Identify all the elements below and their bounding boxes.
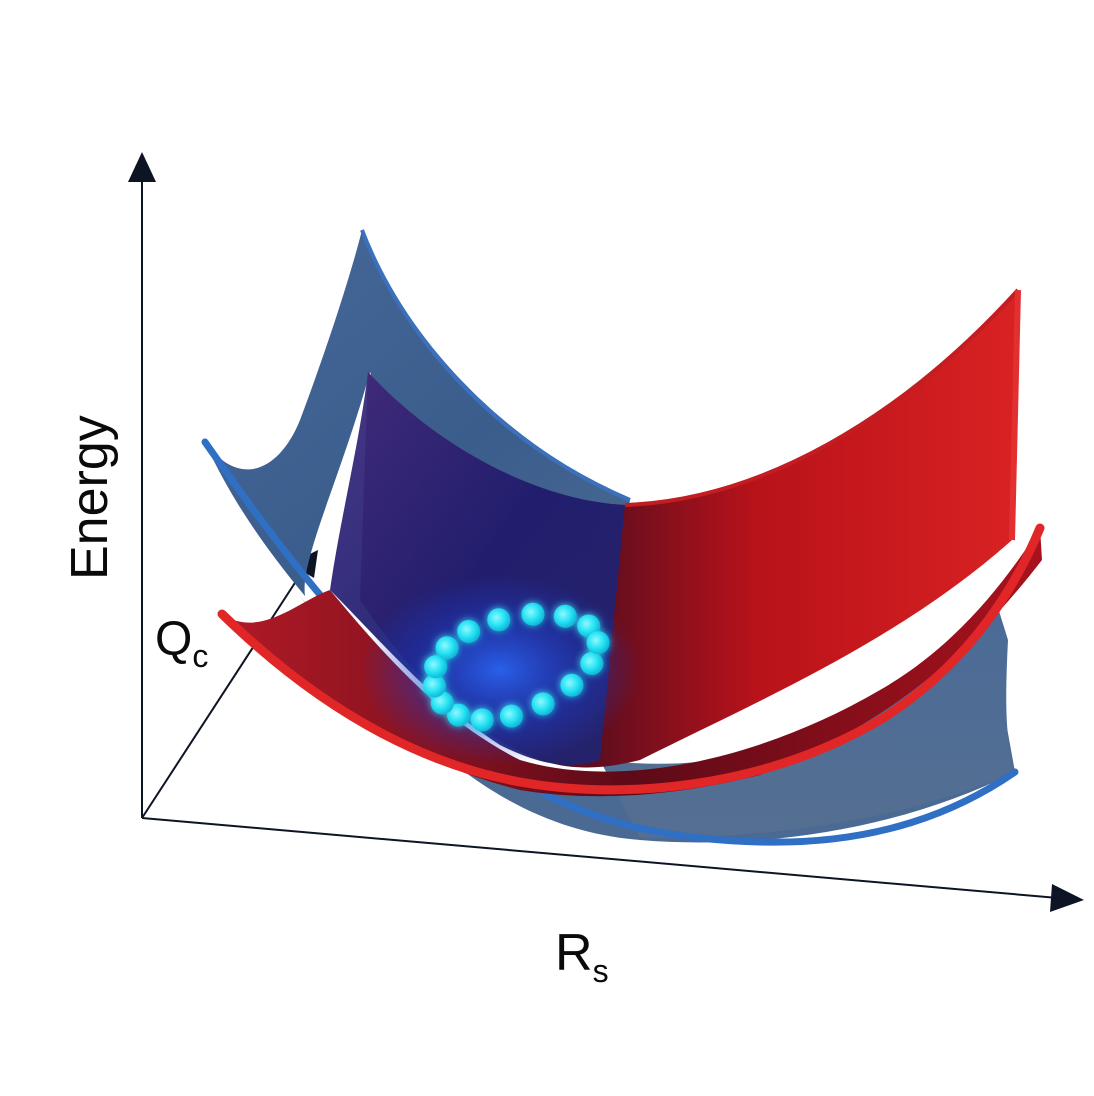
energy-axis-label: Energy	[60, 415, 120, 580]
trajectory-dot	[531, 692, 555, 716]
trajectory-dot	[470, 708, 494, 732]
blue-surface-back-edge	[360, 229, 631, 502]
red-surface-front-edge	[217, 523, 1045, 795]
trajectory-dot	[521, 602, 545, 626]
blue-surface-front-edge	[201, 438, 1019, 846]
trajectory-dot	[580, 652, 604, 675]
trajectory-dot	[553, 604, 577, 628]
trajectory-dot	[447, 703, 470, 727]
energy-axis-label-text: Energy	[61, 415, 119, 580]
qc-axis-label-sub: c	[192, 638, 209, 674]
trajectory-dot	[500, 704, 523, 728]
rs-axis-label: Rs	[555, 918, 609, 994]
rs-axis-label-sub: s	[592, 953, 609, 989]
rs-axis-arrowhead	[1050, 884, 1084, 912]
trajectory-dot	[422, 674, 446, 698]
trajectory-dot	[457, 620, 481, 643]
trajectory-loop	[422, 602, 610, 732]
qc-axis-label-main: Q	[155, 613, 193, 666]
red-surface-back-edge	[624, 288, 1020, 507]
qc-axis-line	[141, 571, 303, 819]
rs-axis-label-main: R	[555, 924, 593, 982]
rs-axis-line	[141, 817, 1059, 899]
red-surface-right-edge	[1009, 289, 1021, 541]
trajectory-dot	[487, 608, 511, 632]
trajectory-dot	[435, 636, 459, 660]
qc-axis-label: Qc	[155, 610, 208, 674]
energy-axis-arrowhead	[128, 152, 156, 182]
trajectory-dot	[586, 631, 610, 655]
trajectory-dot	[424, 655, 448, 679]
trajectory-dot	[560, 673, 584, 697]
